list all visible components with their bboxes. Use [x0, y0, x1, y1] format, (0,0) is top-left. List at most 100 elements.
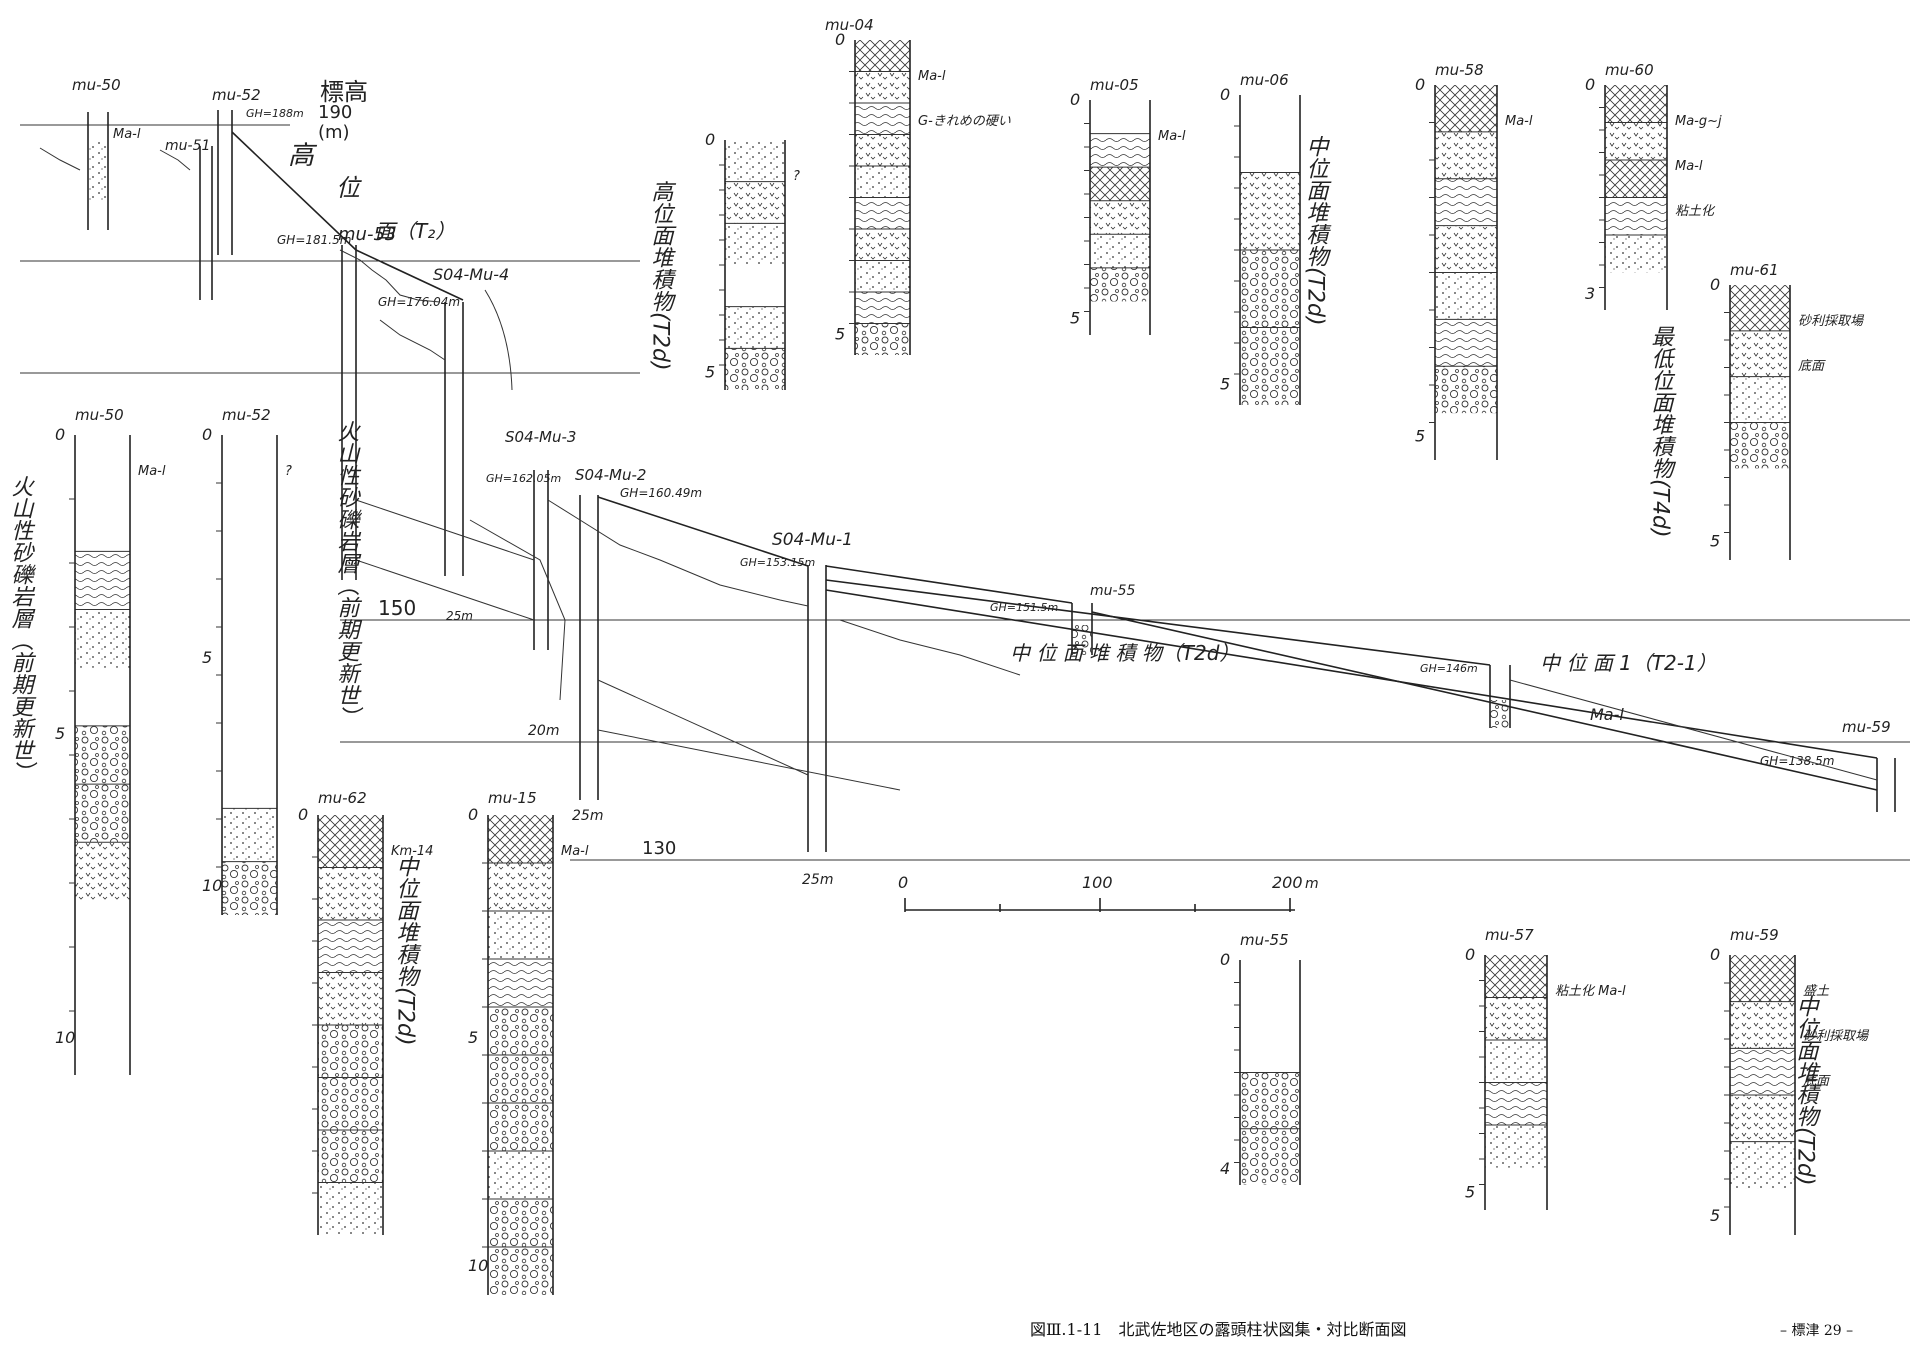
column-layer — [725, 140, 785, 182]
column-name: mu-05 — [1090, 76, 1139, 94]
column-layer — [1485, 997, 1547, 1040]
column-layer — [318, 1025, 383, 1078]
column-layer — [1730, 514, 1790, 560]
column-side-label: 中位面堆積物(T2d) — [1303, 135, 1328, 326]
column-layer — [1605, 122, 1667, 160]
column-name: mu-62 — [318, 789, 367, 807]
column-layer — [75, 900, 130, 958]
column-layer — [488, 911, 553, 959]
column-layer — [855, 229, 910, 261]
depth-25m-a: 25m — [446, 609, 473, 623]
column-layer — [488, 1151, 553, 1199]
column-layer — [1605, 235, 1667, 273]
column-layer — [1730, 376, 1790, 423]
gh-mu52: GH=188m — [246, 107, 304, 120]
column-layer — [1240, 327, 1300, 405]
column-layer — [1090, 133, 1150, 168]
column-layer — [75, 842, 130, 901]
depth-tick-label: 0 — [1220, 950, 1230, 969]
depth-25m-c: 25m — [802, 872, 833, 888]
column-layer — [318, 920, 383, 973]
scale-tick-0: 0 — [898, 873, 908, 892]
label-s04mu1: S04-Mu-1 — [772, 530, 853, 550]
column-group: 05mu-04Ma-lG-きれめの硬い05?高位面堆積物(T2d)05mu-05… — [8, 16, 1870, 1295]
gh-146: GH=146m — [1420, 662, 1478, 675]
depth-tick-label: 5 — [1465, 1182, 1475, 1201]
column-layer — [222, 542, 277, 595]
column-layer — [1730, 422, 1790, 469]
label-mu55: mu-55 — [1090, 583, 1135, 599]
depth-tick-label: 0 — [705, 130, 715, 149]
column-name: mu-58 — [1435, 61, 1484, 79]
column-layer — [1485, 1168, 1547, 1211]
column-layer — [488, 815, 553, 863]
column-layer — [1435, 319, 1497, 367]
column-name: mu-55 — [1240, 931, 1289, 949]
column-layer — [318, 1077, 383, 1130]
column-layer — [1435, 85, 1497, 132]
label-ma-l-top: Ma-l — [113, 127, 141, 142]
column-note: 盛土 — [1803, 984, 1830, 999]
depth-tick-label: 10 — [468, 1256, 488, 1275]
depth-tick-label: 0 — [298, 805, 308, 824]
depth-tick-label: 5 — [202, 648, 212, 667]
column-note: Ma-l — [1158, 129, 1186, 144]
column-layer — [488, 1199, 553, 1247]
label-s04mu3: S04-Mu-3 — [505, 428, 576, 446]
column-layer — [1485, 1040, 1547, 1083]
column-layer — [222, 755, 277, 808]
column-name: mu-60 — [1605, 61, 1654, 79]
gh-mu53: GH=181.5m — [277, 233, 351, 247]
column-layer — [75, 435, 130, 493]
depth-tick-label: 0 — [468, 805, 478, 824]
column-layer — [1090, 100, 1150, 134]
column-name: mu-50 — [75, 406, 124, 424]
scale-unit: m — [1305, 876, 1319, 892]
column-layer — [1730, 1141, 1795, 1189]
column-layer — [855, 292, 910, 324]
column-name: mu-04 — [825, 16, 874, 34]
label-mu50-top: mu-50 — [72, 76, 121, 94]
column-layer — [1485, 955, 1547, 998]
page-number: – 標津 29 – — [1780, 1323, 1853, 1339]
column-layer — [488, 1247, 553, 1295]
depth-tick-label: 5 — [1070, 308, 1080, 327]
depth-20m: 20m — [528, 723, 559, 739]
column-layer — [1730, 1048, 1795, 1095]
column-layer — [488, 1103, 553, 1151]
column-layer — [1090, 200, 1150, 235]
column-layer — [725, 348, 785, 390]
column-layer — [222, 488, 277, 541]
column-layer — [318, 1182, 383, 1235]
gh-s04mu2: GH=160.49m — [620, 486, 702, 500]
depth-tick-label: 5 — [1710, 531, 1720, 550]
label-mu51: mu-51 — [165, 138, 210, 154]
scale-tick-200: 200 — [1272, 873, 1303, 892]
column-layer — [1730, 1188, 1795, 1235]
column-layer — [75, 493, 130, 551]
column-layer — [1435, 178, 1497, 226]
depth-tick-label: 5 — [55, 724, 65, 743]
label-middle-t2d: 中 位 面 堆 積 物（T2d） — [1010, 641, 1239, 665]
column-layer — [1730, 285, 1790, 331]
scale-tick-100: 100 — [1082, 873, 1113, 892]
column-layer — [1435, 131, 1497, 179]
column-layer — [855, 260, 910, 292]
depth-tick-label: 5 — [468, 1028, 478, 1047]
column-note: 砂利採取場 — [1803, 1029, 1870, 1044]
depth-tick-label: 5 — [705, 363, 715, 382]
column-name: mu-61 — [1730, 261, 1779, 279]
gh-s04mu3: GH=162.05m — [486, 472, 561, 485]
depth-tick-label: 3 — [1585, 284, 1595, 303]
column-layer — [1090, 267, 1150, 302]
column-layer — [222, 702, 277, 755]
column-layer — [222, 435, 277, 488]
column-layer — [725, 181, 785, 224]
depth-tick-label: 10 — [202, 876, 222, 895]
column-side-label: 最低位面堆積物(T4d) — [1648, 325, 1673, 538]
